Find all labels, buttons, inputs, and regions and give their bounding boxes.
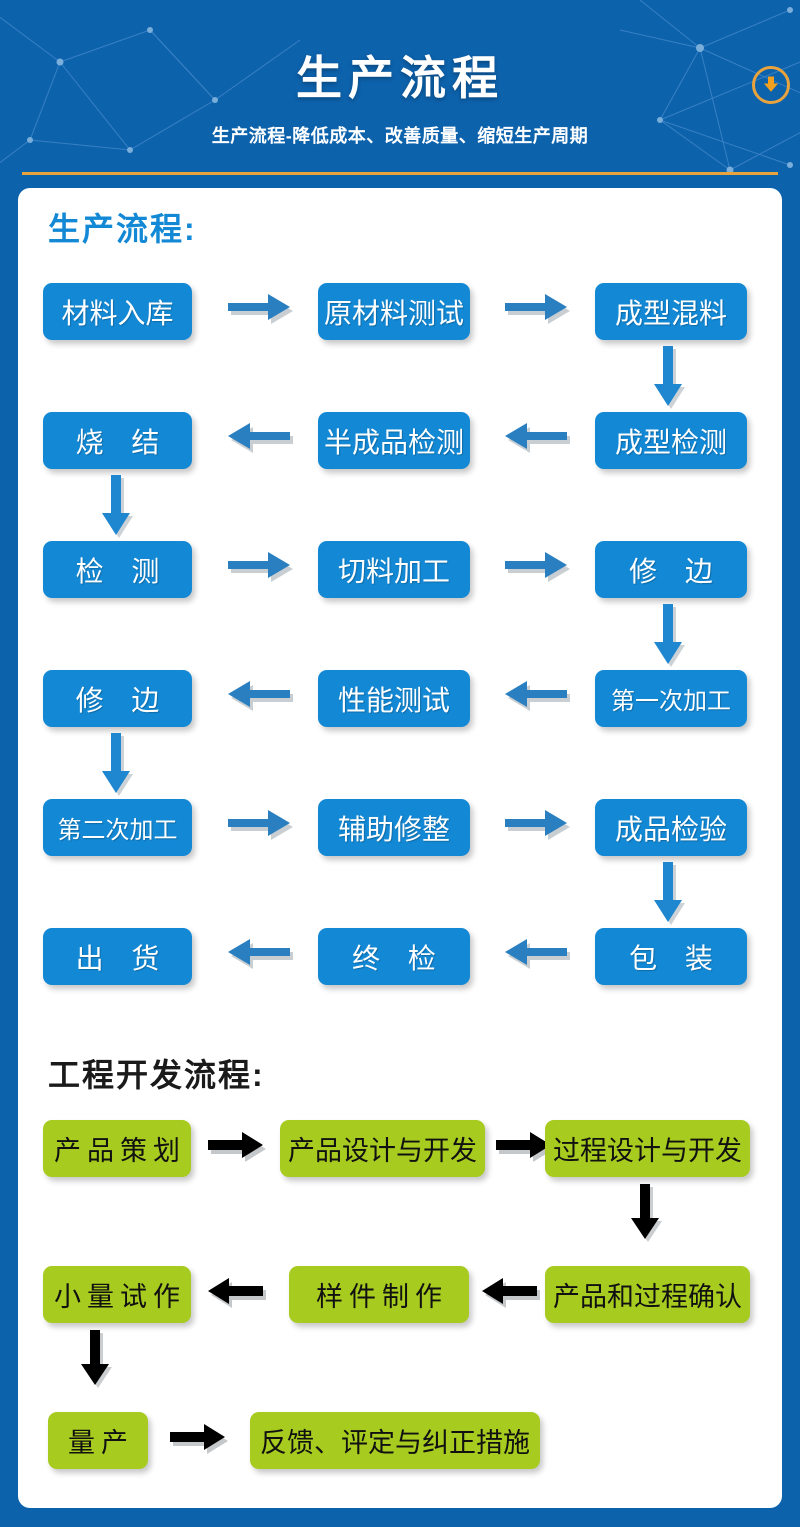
- page-header: 生产流程 生产流程-降低成本、改善质量、缩短生产周期: [0, 0, 800, 190]
- flow-node-first-machining[interactable]: 第一次加工: [595, 670, 747, 727]
- dev-node-mass-production[interactable]: 量产: [48, 1412, 148, 1469]
- arrow-right-r3c1-r3c2: [228, 552, 300, 586]
- arrow-left-g2c3-g2c2: [482, 1278, 548, 1312]
- arrow-right-r1c1-r1c2: [228, 294, 300, 328]
- flow-node-forming-mixture[interactable]: 成型混料: [595, 283, 747, 340]
- dev-node-product-process-validation[interactable]: 产品和过程确认: [545, 1266, 750, 1323]
- flow-node-auxiliary-finishing[interactable]: 辅助修整: [318, 799, 470, 856]
- flow-node-material-inbound[interactable]: 材料入库: [43, 283, 192, 340]
- dev-node-small-batch-trial[interactable]: 小量试作: [43, 1266, 191, 1323]
- arrow-down-g1c3-g2c3: [631, 1184, 665, 1246]
- arrow-down-r5c3-r6c3: [654, 862, 689, 930]
- flow-node-forming-inspection[interactable]: 成型检测: [595, 412, 747, 469]
- arrow-left-r2c3-r2c2: [505, 423, 577, 457]
- dev-node-product-design-development[interactable]: 产品设计与开发: [280, 1120, 485, 1177]
- flow-node-shipping[interactable]: 出 货: [43, 928, 192, 985]
- arrow-right-r3c2-r3c3: [505, 552, 577, 586]
- arrow-down-r3c3-r4c3: [654, 604, 689, 672]
- engineering-section-title: 工程开发流程:: [48, 1057, 265, 1093]
- dev-node-feedback-assessment-corrective[interactable]: 反馈、评定与纠正措施: [250, 1412, 540, 1469]
- dev-node-product-planning[interactable]: 产品策划: [43, 1120, 191, 1177]
- flow-node-second-machining[interactable]: 第二次加工: [43, 799, 192, 856]
- arrow-left-r2c2-r2c1: [228, 423, 300, 457]
- flow-node-inspection[interactable]: 检 测: [43, 541, 192, 598]
- flow-node-cutting-process[interactable]: 切料加工: [318, 541, 470, 598]
- flow-node-trimming-2[interactable]: 修 边: [43, 670, 192, 727]
- arrow-left-r6c2-r6c1: [228, 939, 300, 973]
- flow-node-packaging[interactable]: 包 装: [595, 928, 747, 985]
- content-panel: 生产流程: 材料入库 原材料测试 成型混料 烧 结 半成品检测: [18, 188, 782, 1508]
- arrow-left-r4c2-r4c1: [228, 681, 300, 715]
- header-divider: [22, 172, 778, 175]
- production-section-title: 生产流程:: [48, 211, 197, 247]
- flow-node-trimming-1[interactable]: 修 边: [595, 541, 747, 598]
- arrow-right-r5c1-r5c2: [228, 810, 300, 844]
- flow-node-sintering[interactable]: 烧 结: [43, 412, 192, 469]
- arrow-down-g2c1-g3c1: [81, 1330, 115, 1392]
- arrow-right-g1c1-g1c2: [208, 1132, 274, 1166]
- download-arrow-glyph: [763, 76, 779, 92]
- dev-node-process-design-development[interactable]: 过程设计与开发: [545, 1120, 750, 1177]
- arrow-right-r5c2-r5c3: [505, 810, 577, 844]
- flow-node-performance-test[interactable]: 性能测试: [318, 670, 470, 727]
- flow-node-raw-material-test[interactable]: 原材料测试: [318, 283, 470, 340]
- arrow-down-r2c1-r3c1: [102, 475, 137, 543]
- arrow-left-r6c3-r6c2: [505, 939, 577, 973]
- arrow-left-r4c3-r4c2: [505, 681, 577, 715]
- arrow-right-r1c2-r1c3: [505, 294, 577, 328]
- arrow-down-r1c3-r2c3: [654, 346, 689, 414]
- flow-node-semifinished-inspection[interactable]: 半成品检测: [318, 412, 470, 469]
- arrow-down-r4c1-r5c1: [102, 733, 137, 801]
- page-title: 生产流程: [296, 52, 504, 104]
- arrow-right-g3c1-g3c2: [170, 1424, 236, 1458]
- download-arrow-icon[interactable]: [752, 66, 790, 104]
- page-subtitle: 生产流程-降低成本、改善质量、缩短生产周期: [211, 126, 589, 146]
- dev-node-sample-making[interactable]: 样件制作: [289, 1266, 469, 1323]
- flow-node-final-inspection[interactable]: 终 检: [318, 928, 470, 985]
- arrow-right-g1c2-g1c3: [496, 1132, 562, 1166]
- arrow-left-g2c2-g2c1: [208, 1278, 274, 1312]
- flow-node-finished-inspection[interactable]: 成品检验: [595, 799, 747, 856]
